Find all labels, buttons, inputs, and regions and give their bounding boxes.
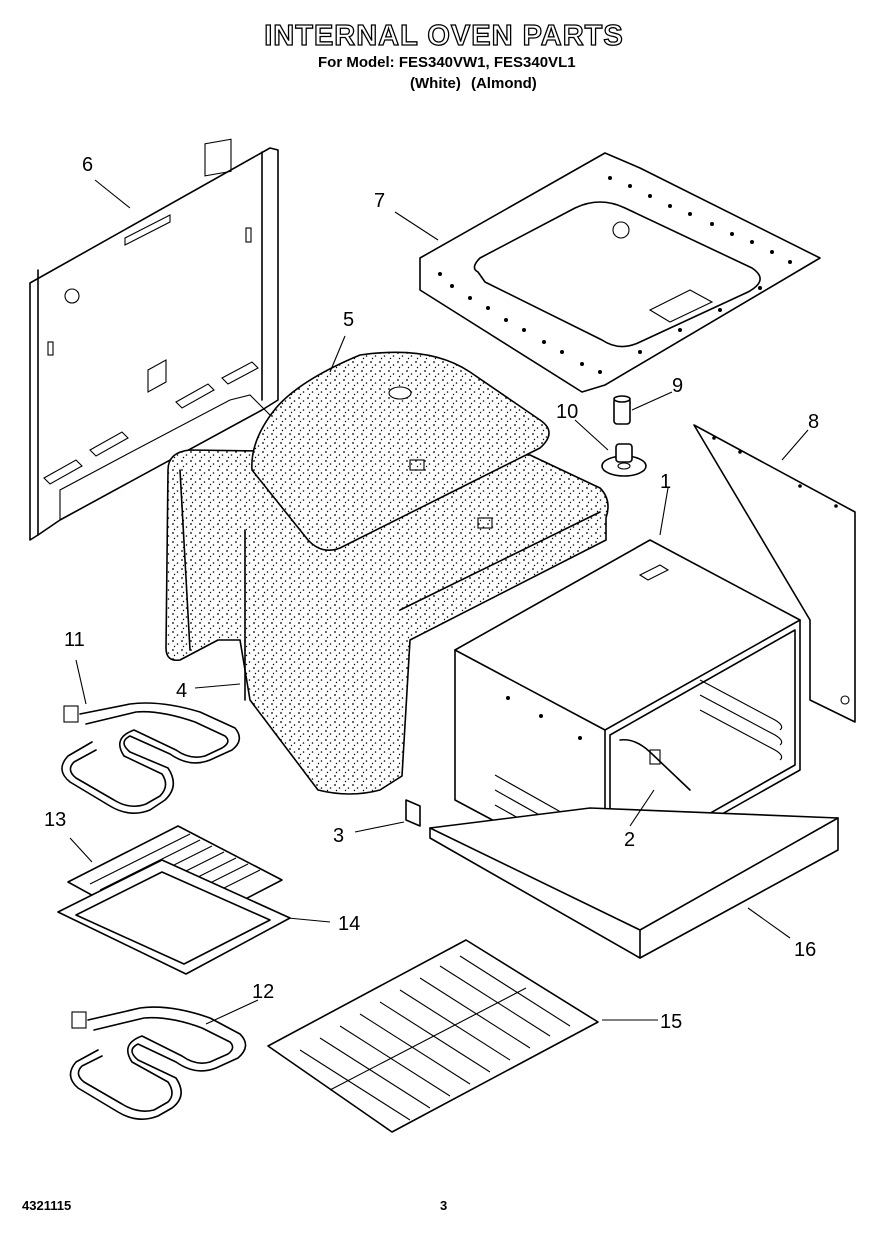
leader-lines xyxy=(69,179,809,1025)
callout-9: 9 xyxy=(672,375,683,397)
oven-rack-part xyxy=(267,939,599,1133)
bottom-tray-part xyxy=(429,807,839,959)
callout-1: 1 xyxy=(660,471,671,493)
top-insulation-part xyxy=(251,351,550,551)
callout-11: 11 xyxy=(64,629,85,651)
callout-7: 7 xyxy=(374,190,385,212)
callout-3: 3 xyxy=(333,825,344,847)
rear-panel-part xyxy=(29,138,279,541)
grommet-part xyxy=(601,443,647,477)
callout-16: 16 xyxy=(794,939,816,961)
callout-13: 13 xyxy=(44,809,66,831)
callout-6: 6 xyxy=(82,154,93,176)
color-line: (White) (Almond) xyxy=(410,75,537,92)
top-panel-part xyxy=(419,152,821,393)
page-number: 3 xyxy=(440,1198,448,1213)
side-panel-part xyxy=(693,424,856,723)
callout-14: 14 xyxy=(338,913,360,935)
callout-4: 4 xyxy=(176,680,187,702)
callout-2: 2 xyxy=(624,829,635,851)
callout-10: 10 xyxy=(556,401,578,423)
broil-element-part xyxy=(69,1006,247,1120)
callout-8: 8 xyxy=(808,411,819,433)
page-title: INTERNAL OVEN PARTS xyxy=(264,19,624,52)
document-number: 4321115 xyxy=(22,1198,72,1213)
callout-12: 12 xyxy=(252,981,274,1003)
oven-sensor-part xyxy=(619,738,691,791)
model-line: For Model: FES340VW1, FES340VL1 xyxy=(318,54,576,71)
bake-element-part xyxy=(61,702,241,814)
clip-part xyxy=(405,799,421,827)
fitting-part xyxy=(613,395,631,425)
insulation-wrap-part xyxy=(165,449,609,795)
callout-15: 15 xyxy=(660,1011,682,1033)
callout-5: 5 xyxy=(343,309,354,331)
